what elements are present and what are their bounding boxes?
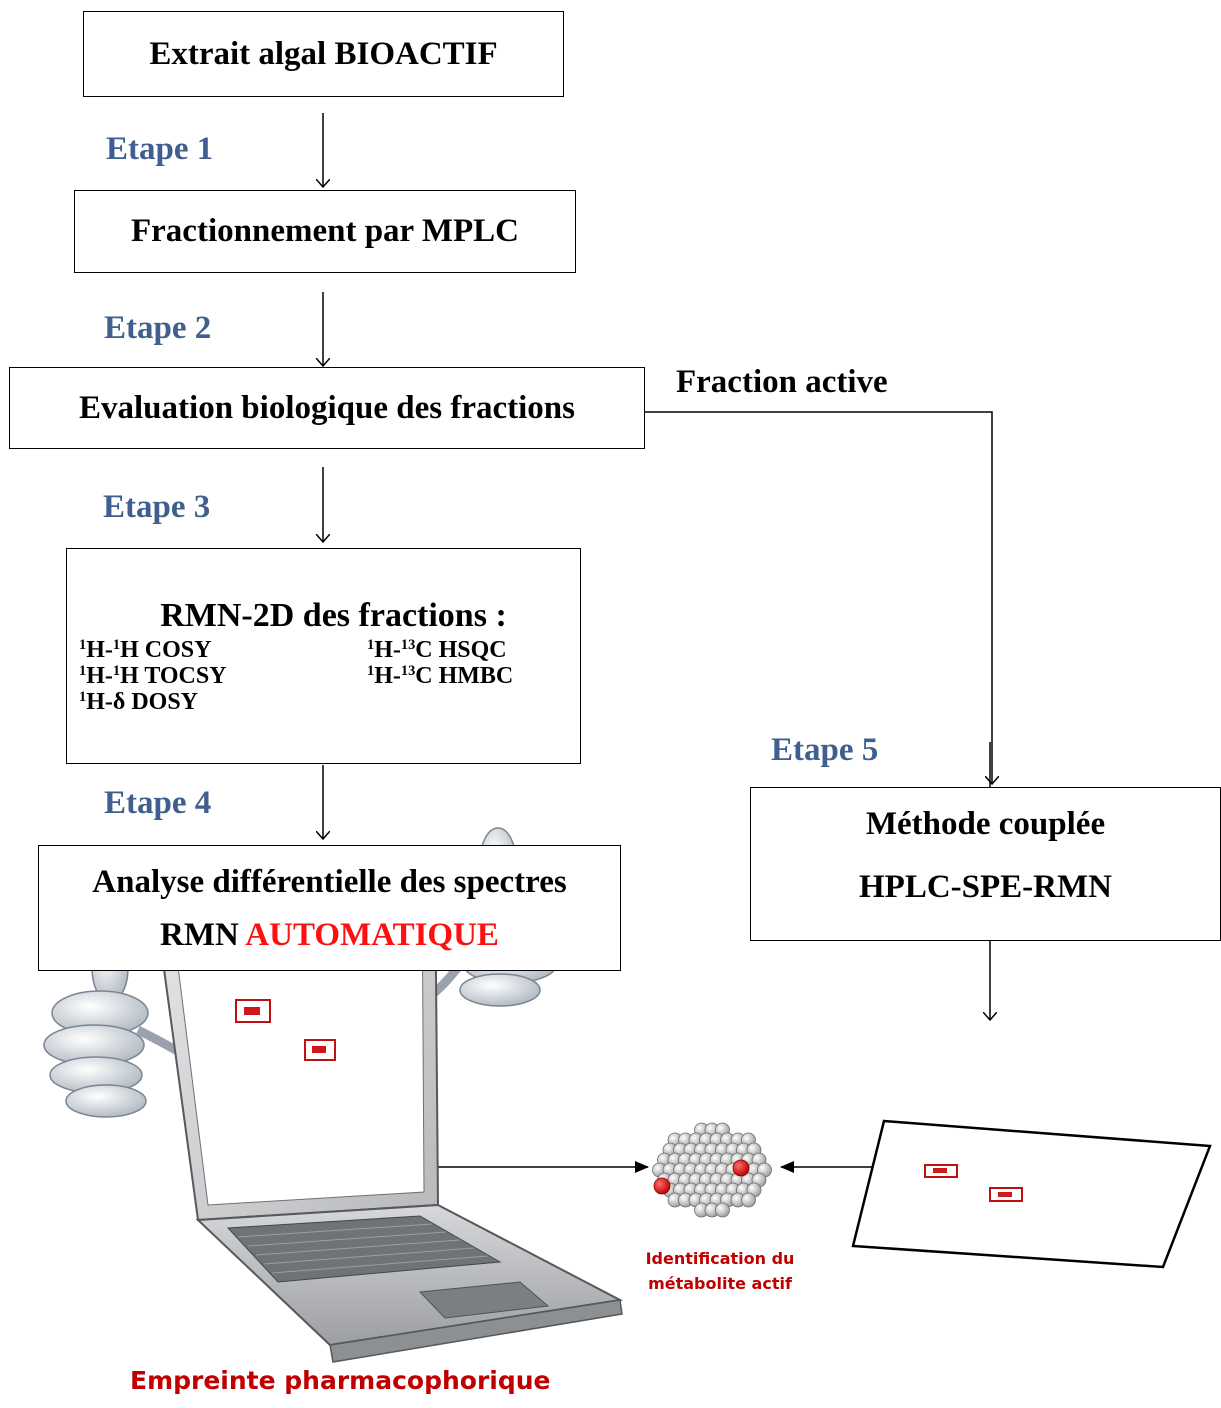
fraction-active-label: Fraction active <box>676 364 888 400</box>
step-3-label: Etape 3 <box>103 489 211 525</box>
coupled-method-box: Méthode couplée HPLC-SPE-RMN <box>750 787 1221 941</box>
evaluation-box: Evaluation biologique des fractions <box>9 367 645 449</box>
fractionation-label: Fractionnement par MPLC <box>131 213 519 249</box>
nmr-experiment: 1H-1H COSY <box>79 637 212 663</box>
identification-caption: Identification du métabolite actif <box>630 1246 810 1296</box>
analysis-line1: Analyse différentielle des spectres <box>92 864 567 900</box>
identification-line1: Identification du <box>645 1249 795 1268</box>
nmr-2d-box: RMN-2D des fractions : 1H-1H COSY 1H-13C… <box>66 548 581 764</box>
evaluation-label: Evaluation biologique des fractions <box>79 389 575 426</box>
analysis-automatique: AUTOMATIQUE <box>245 917 499 953</box>
extract-box: Extrait algal BIOACTIF <box>83 11 564 97</box>
thumbs-up-icon <box>43 933 208 1118</box>
analysis-box: Analyse différentielle des spectres RMN … <box>38 845 621 971</box>
active-atom <box>653 1177 671 1195</box>
coupled-line1: Méthode couplée <box>865 806 1106 842</box>
molecule-atom <box>715 1202 730 1218</box>
step-5-label: Etape 5 <box>771 732 879 768</box>
fingerprint-caption: Empreinte pharmacophorique <box>130 1366 551 1395</box>
nmr-experiment-list: 1H-1H COSY 1H-13C HSQC 1H-1H TOCSY 1H-13… <box>79 637 580 715</box>
step-2-label: Etape 2 <box>104 310 212 346</box>
spectrum-sheet-icon <box>851 1119 1212 1269</box>
nmr-experiment: 1H-13C HSQC <box>367 637 507 663</box>
analysis-line2: RMN AUTOMATIQUE <box>39 917 620 954</box>
extract-label: Extrait algal BIOACTIF <box>149 35 498 72</box>
arrow-fraction-active <box>645 411 992 784</box>
nmr-experiment: 1H-δ DOSY <box>79 689 198 715</box>
analysis-rmn: RMN <box>160 917 246 953</box>
active-atom <box>732 1159 750 1177</box>
molecule-icon <box>652 1122 772 1218</box>
coupled-line2: HPLC-SPE-RMN <box>859 869 1112 905</box>
nmr-2d-title: RMN-2D des fractions : <box>160 597 507 634</box>
molecule-atom <box>741 1192 756 1208</box>
nmr-experiment: 1H-1H TOCSY <box>79 663 227 689</box>
identification-line2: métabolite actif <box>648 1274 792 1293</box>
fractionation-box: Fractionnement par MPLC <box>74 190 576 273</box>
nmr-experiment: 1H-13C HMBC <box>367 663 514 689</box>
step-4-label: Etape 4 <box>104 785 212 821</box>
step-1-label: Etape 1 <box>106 131 214 167</box>
